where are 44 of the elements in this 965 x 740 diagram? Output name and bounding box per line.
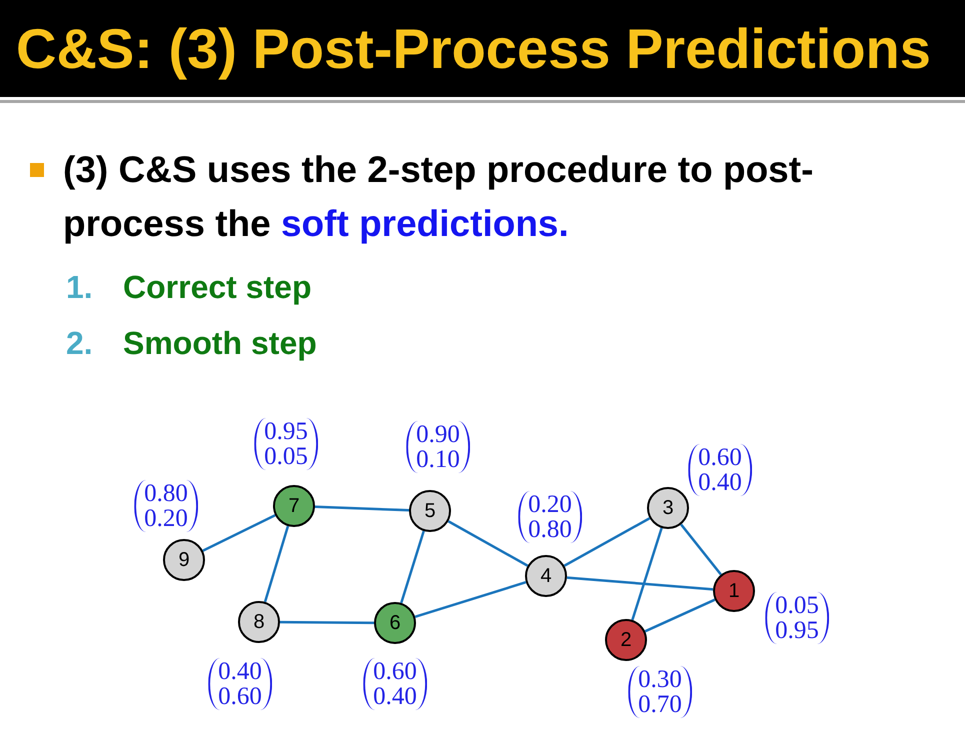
list-item-text: Correct step xyxy=(123,268,312,307)
probability-value: 0.60 xyxy=(373,659,417,684)
graph-edge xyxy=(680,524,722,576)
probability-value: 0.60 xyxy=(698,445,742,470)
graph-edge xyxy=(631,528,663,620)
probability-value: 0.80 xyxy=(528,517,572,542)
probability-value: 0.05 xyxy=(775,593,819,618)
graph-edge xyxy=(264,526,290,602)
probability-value: 0.80 xyxy=(144,481,188,506)
probability-value: 0.95 xyxy=(775,618,819,643)
graph-node: 2 xyxy=(605,619,647,661)
probability-value: 0.40 xyxy=(698,470,742,495)
graph-node: 3 xyxy=(647,487,689,529)
probability-value: 0.40 xyxy=(373,684,417,709)
graph-node: 1 xyxy=(713,570,755,612)
graph-edge xyxy=(400,530,425,604)
list-number: 2. xyxy=(66,324,93,363)
list-item-text: Smooth step xyxy=(123,324,317,363)
probability-value: 0.70 xyxy=(638,692,682,717)
probability-value: 0.20 xyxy=(144,506,188,531)
probability-value: 0.90 xyxy=(416,422,460,447)
probability-value: 0.95 xyxy=(264,419,308,444)
bullet-text: (3) C&S uses the 2-step procedure to post-process the soft predictions. xyxy=(63,148,814,246)
graph-node: 9 xyxy=(163,539,205,581)
graph-node: 5 xyxy=(409,490,451,532)
probability-value: 0.60 xyxy=(218,684,262,709)
graph-edge xyxy=(448,520,528,567)
list-number: 1. xyxy=(66,268,93,307)
graph-edge xyxy=(564,517,650,567)
graph-node: 6 xyxy=(374,602,416,644)
probability-value: 0.10 xyxy=(416,447,460,472)
graph-edge xyxy=(314,506,410,512)
graph-node: 4 xyxy=(525,555,567,597)
probability-value: 0.20 xyxy=(528,492,572,517)
graph-edge xyxy=(202,514,276,552)
probability-value: 0.05 xyxy=(264,444,308,469)
graph-edge xyxy=(644,598,716,632)
graph-edge xyxy=(566,576,714,591)
probability-value: 0.40 xyxy=(218,659,262,684)
probability-value: 0.30 xyxy=(638,667,682,692)
graph-node: 8 xyxy=(238,601,280,643)
graph-edge xyxy=(414,581,526,618)
graph-edge xyxy=(280,620,374,624)
graph-node: 7 xyxy=(273,485,315,527)
